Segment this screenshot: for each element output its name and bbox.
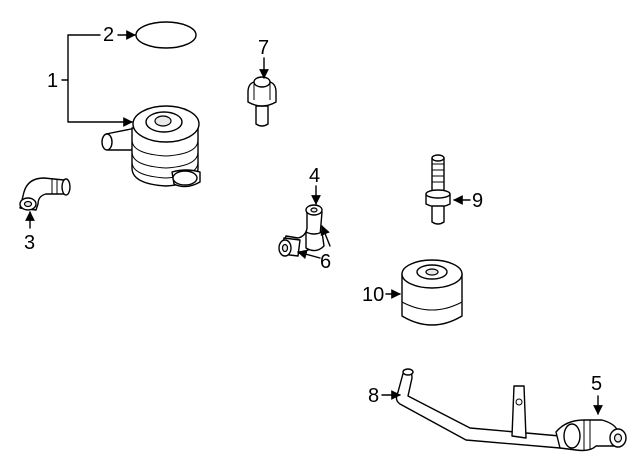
callout-7: 7 bbox=[258, 37, 269, 59]
callout-8: 8 bbox=[368, 385, 379, 407]
callout-1-bracket bbox=[67, 34, 133, 127]
oil-cooler-pipe bbox=[395, 368, 627, 452]
callout-10: 10 bbox=[362, 284, 384, 306]
oil-cooler-assembly bbox=[101, 105, 201, 188]
callout-6: 6 bbox=[320, 251, 331, 273]
callout-5: 5 bbox=[591, 373, 602, 395]
gasket-o-ring bbox=[135, 21, 197, 49]
callout-6-leader bbox=[297, 249, 321, 260]
callout-3: 3 bbox=[24, 232, 35, 254]
sensor-fitting bbox=[247, 76, 277, 127]
callout-6-leader-b bbox=[320, 225, 331, 247]
elbow-fitting bbox=[278, 204, 325, 257]
callout-9: 9 bbox=[472, 190, 483, 212]
stud-bolt bbox=[425, 154, 451, 225]
oil-filter bbox=[401, 259, 463, 326]
callout-1: 1 bbox=[47, 70, 58, 92]
elbow-hose bbox=[19, 177, 71, 211]
callout-4: 4 bbox=[309, 165, 320, 187]
callout-2: 2 bbox=[103, 24, 114, 46]
